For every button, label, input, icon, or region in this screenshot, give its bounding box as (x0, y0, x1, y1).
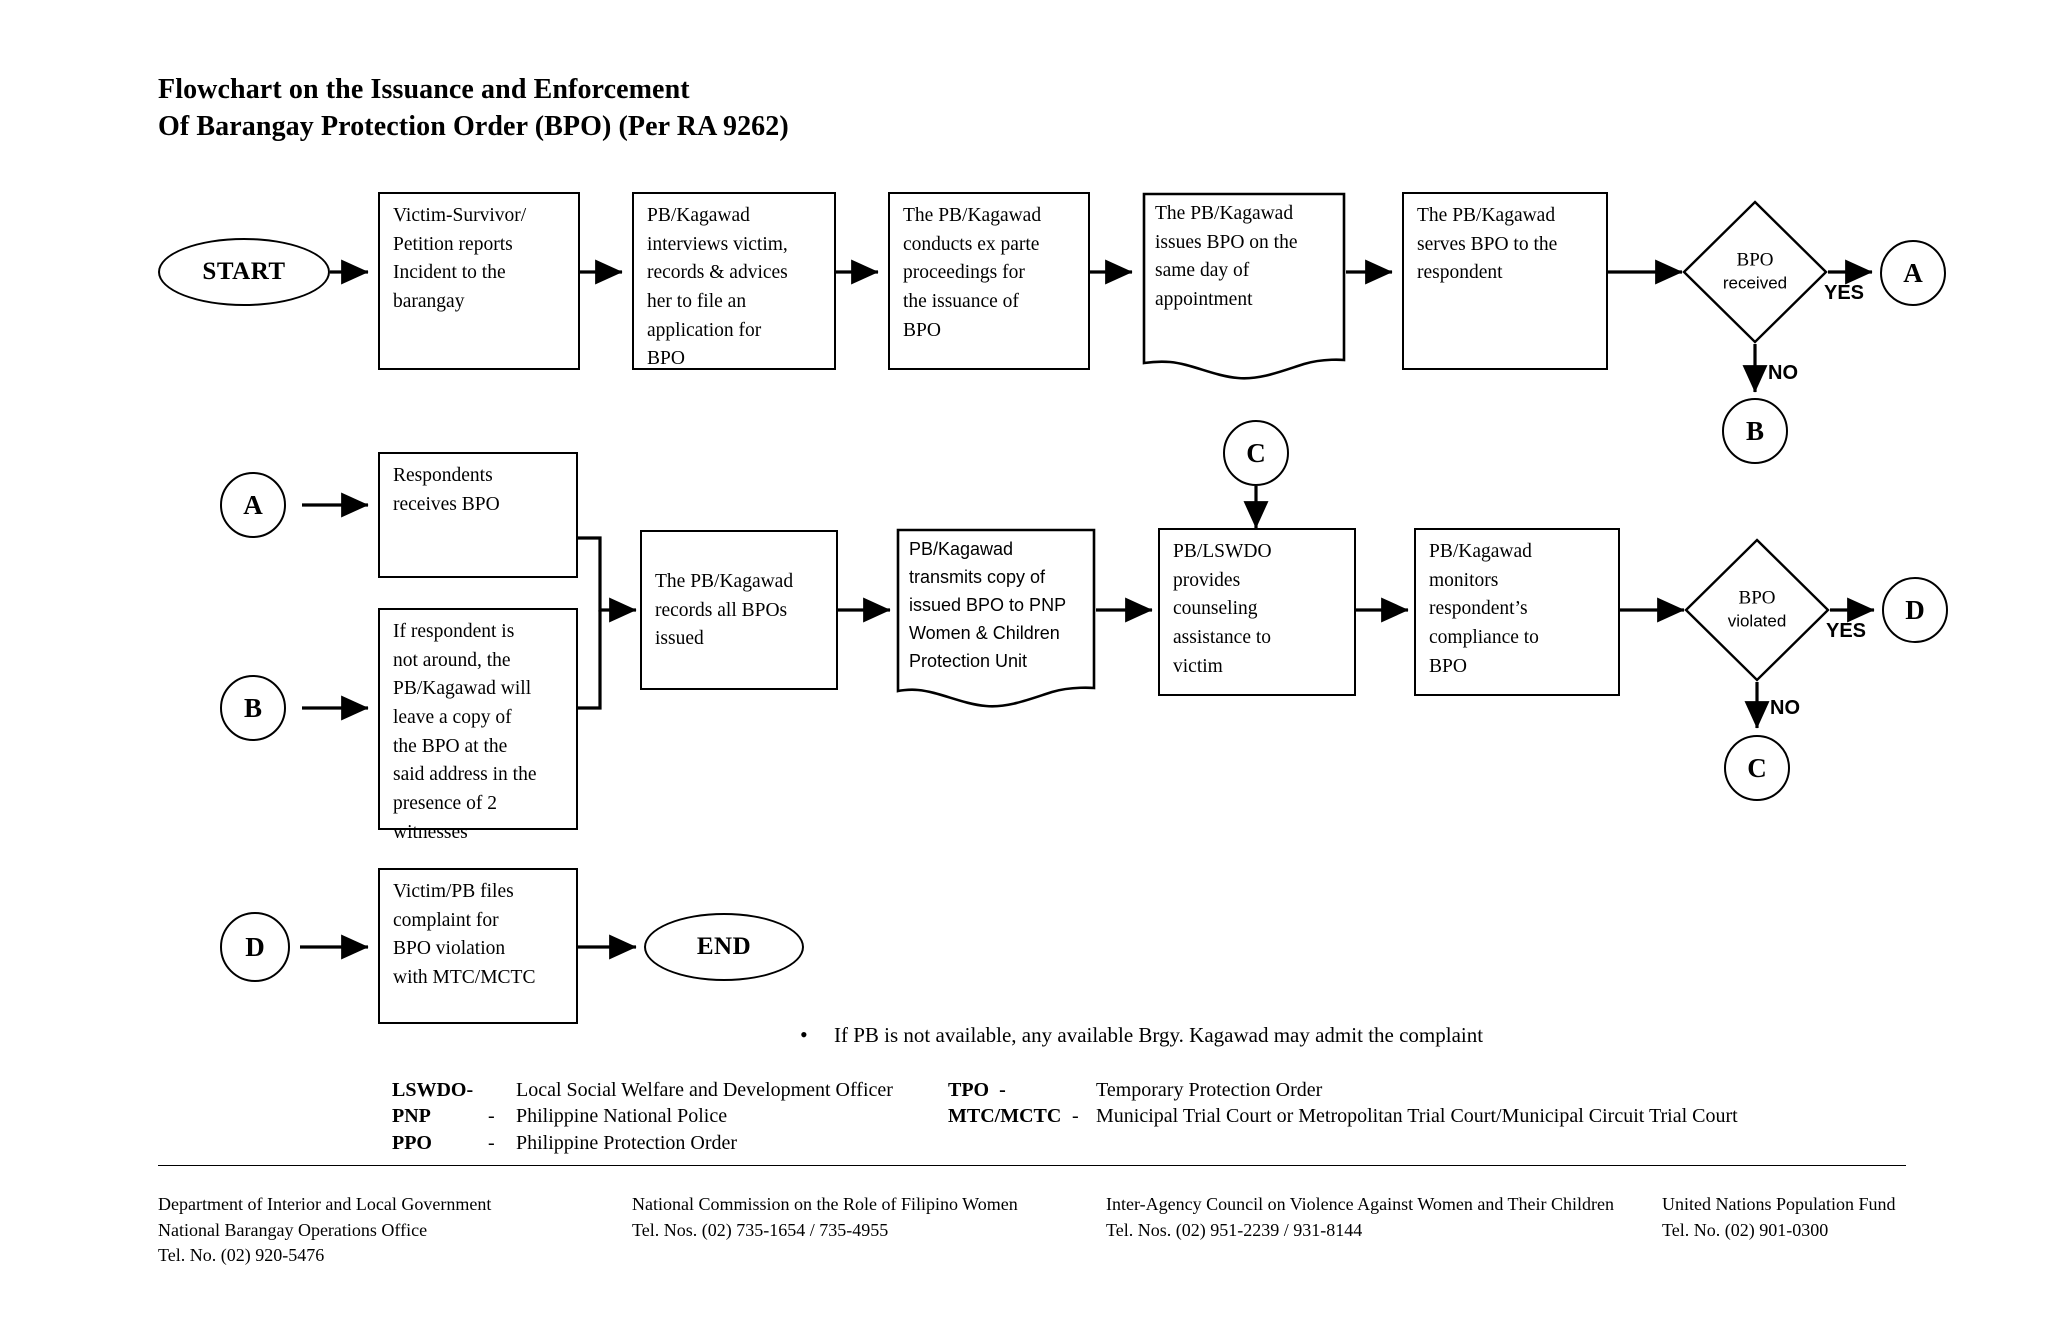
connector-circle-a-in: A (220, 472, 286, 538)
document-box-transmits-copy: PB/Kagawad transmits copy of issued BPO … (896, 528, 1096, 710)
legend-item-mtc-mctc: MTC/MCTC - Municipal Trial Court or Metr… (948, 1103, 1738, 1129)
decision-bpo-received-line2: received (1722, 273, 1788, 293)
legend-item-pnp: PNP - Philippine National Police (392, 1103, 893, 1129)
legend-expansion: Temporary Protection Order (1096, 1079, 1323, 1101)
end-terminator: END (644, 913, 804, 981)
process-box-ex-parte-proceedings: The PB/Kagawad conducts ex parte proceed… (888, 192, 1090, 370)
connector-circle-c-out-label: C (1747, 752, 1767, 783)
footnote-bullet-item: • If PB is not available, any available B… (800, 1022, 1483, 1048)
footer-agency-ncrfw: National Commission on the Role of Filip… (632, 1194, 1018, 1240)
process-box-respondent-receives-bpo: Respondents receives BPO (378, 452, 578, 578)
legend-expansion: Philippine National Police (516, 1105, 728, 1128)
legend-abbr: PNP (392, 1105, 431, 1128)
connector-circle-d-in-label: D (245, 931, 265, 962)
row1-no-label: NO (1768, 362, 1798, 384)
page-title: Flowchart on the Issuance and Enforcemen… (158, 72, 1058, 146)
process-box-records-all-bpos: The PB/Kagawad records all BPOs issued (640, 530, 838, 690)
process-box-lswdo-counseling: PB/LSWDO provides counseling assistance … (1158, 528, 1356, 696)
process-box-report-incident: Victim-Survivor/ Petition reports Incide… (378, 192, 580, 370)
legend-dash (1072, 1077, 1096, 1103)
connector-circle-b-out: B (1722, 398, 1788, 464)
legend-left-column: LSWDO- Local Social Welfare and Developm… (392, 1077, 893, 1156)
footer-agency-unfpa: United Nations Population Fund Tel. No. … (1662, 1194, 1896, 1240)
legend-expansion: Philippine Protection Order (516, 1131, 738, 1154)
legend-dash (488, 1077, 516, 1103)
footnote-text: If PB is not available, any available Br… (834, 1023, 1484, 1047)
document-box-issues-bpo: The PB/Kagawad issues BPO on the same da… (1142, 192, 1346, 382)
title-line-1: Flowchart on the Issuance and Enforcemen… (158, 74, 690, 105)
legend-right-column: TPO - Temporary Protection Order MTC/MCT… (948, 1077, 1738, 1130)
document-box-issues-bpo-text: The PB/Kagawad issues BPO on the same da… (1155, 203, 1298, 310)
process-box-monitors-compliance: PB/Kagawad monitors respondent’s complia… (1414, 528, 1620, 696)
legend-item-ppo: PPO - Philippine Protection Order (392, 1130, 893, 1156)
legend-dash: - (488, 1131, 495, 1154)
legend-abbr: MTC/MCTC (948, 1105, 1062, 1128)
decision-bpo-violated-line2: violated (1727, 611, 1787, 631)
legend-expansion: Local Social Welfare and Development Off… (516, 1079, 893, 1101)
bullet-point-icon: • (800, 1022, 808, 1047)
document-box-transmits-copy-text: PB/Kagawad transmits copy of issued BPO … (909, 539, 1067, 671)
process-box-file-complaint: Victim/PB files complaint for BPO violat… (378, 868, 578, 1024)
row2-no-label: NO (1770, 697, 1800, 719)
legend-dash: - (488, 1105, 495, 1128)
row2-yes-label: YES (1826, 620, 1867, 642)
connector-circle-c-in-label: C (1246, 437, 1266, 468)
connector-circle-a-out-label: A (1903, 257, 1923, 288)
connector-circle-b-in: B (220, 675, 286, 741)
legend-abbr: LSWDO- (392, 1079, 474, 1101)
footer-agency-dilg: Department of Interior and Local Governm… (158, 1194, 492, 1266)
process-box-interview-victim: PB/Kagawad interviews victim, records & … (632, 192, 836, 370)
connector-circle-c-out: C (1724, 735, 1790, 801)
connector-circle-b-out-label: B (1745, 415, 1764, 446)
legend-abbr: PPO (392, 1131, 432, 1154)
connector-circle-b-in-label: B (243, 692, 262, 723)
process-box-serves-bpo: The PB/Kagawad serves BPO to the respond… (1402, 192, 1608, 370)
legend-item-lswdo: LSWDO- Local Social Welfare and Developm… (392, 1077, 893, 1103)
legend-abbr: TPO - (948, 1079, 1006, 1101)
start-label: START (202, 258, 286, 285)
connector-circle-a-in-label: A (243, 489, 263, 520)
footer-agency-iacvawc: Inter-Agency Council on Violence Against… (1106, 1194, 1614, 1240)
footer-divider (158, 1165, 1906, 1166)
decision-bpo-received: BPO received (1682, 200, 1828, 344)
decision-bpo-violated: BPO violated (1684, 538, 1830, 682)
connector-circle-d-in: D (220, 912, 290, 982)
process-box-records-all-bpos-text: The PB/Kagawad records all BPOs issued (655, 571, 794, 650)
legend-item-tpo: TPO - Temporary Protection Order (948, 1077, 1738, 1103)
connector-circle-c-in: C (1223, 420, 1289, 486)
process-box-respondent-not-around: If respondent is not around, the PB/Kaga… (378, 608, 578, 843)
legend-expansion: Municipal Trial Court or Metropolitan Tr… (1096, 1105, 1738, 1128)
decision-bpo-received-line1: BPO (1736, 249, 1774, 271)
connector-circle-d-out-label: D (1905, 594, 1925, 625)
decision-bpo-violated-line1: BPO (1738, 587, 1776, 609)
title-line-2: Of Barangay Protection Order (BPO) (Per … (158, 110, 789, 142)
row1-yes-label: YES (1824, 282, 1865, 304)
connector-circle-a-out: A (1880, 240, 1946, 306)
start-terminator: START (158, 238, 330, 306)
legend-dash: - (1072, 1105, 1079, 1128)
end-label: END (696, 933, 752, 960)
connector-circle-d-out: D (1882, 577, 1948, 643)
